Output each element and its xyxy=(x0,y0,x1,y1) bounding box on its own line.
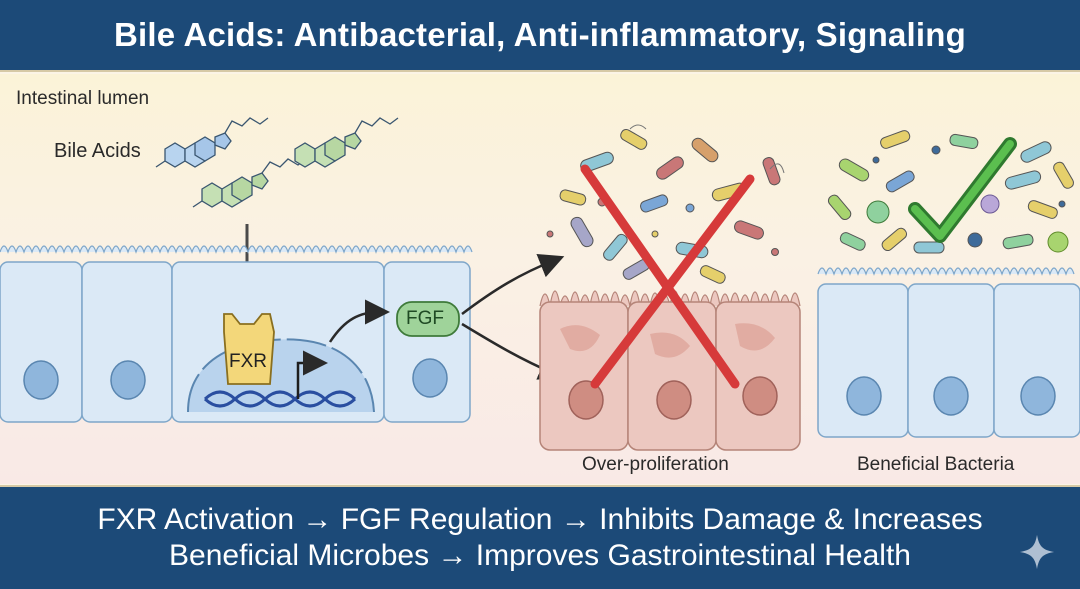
damaged-cell xyxy=(539,301,629,451)
epithelial-cell xyxy=(383,261,471,423)
bile-acids-label: Bile Acids xyxy=(54,140,141,162)
fgf-up-arrow xyxy=(461,253,565,315)
transcription-arrow xyxy=(296,350,328,399)
cell-nucleus xyxy=(412,358,448,398)
cell-nucleus xyxy=(23,360,59,400)
over-proliferation-label: Over-proliferation xyxy=(582,454,729,475)
fxr-receptor xyxy=(223,313,275,385)
sparkle-icon xyxy=(1019,534,1055,570)
diagram-canvas: Intestinal lumen Bile Acids FXR FGF Over… xyxy=(0,74,1080,484)
beneficial-bacteria xyxy=(827,130,1074,254)
damaged-tissue xyxy=(539,290,801,451)
cell-nucleus xyxy=(742,376,778,416)
fxr-to-fgf-arrow xyxy=(328,299,390,343)
bile-acid-molecule-2 xyxy=(192,158,307,208)
cell-nucleus xyxy=(656,380,692,420)
cell-nucleus xyxy=(110,360,146,400)
harmful-bacteria xyxy=(546,124,785,284)
fxr-label: FXR xyxy=(229,351,267,372)
beneficial-bacteria-label: Beneficial Bacteria xyxy=(857,454,1015,475)
footer-line-1: FXR Activation → FGF Regulation → Inhibi… xyxy=(97,503,983,536)
epithelium-right xyxy=(817,267,1080,438)
footer-summary: FXR Activation → FGF Regulation → Inhibi… xyxy=(0,485,1080,589)
cross-icon xyxy=(580,164,755,389)
dna-strand xyxy=(203,390,357,408)
cell-nucleus xyxy=(568,380,604,420)
title-bar: Bile Acids: Antibacterial, Anti-inflamma… xyxy=(0,0,1080,72)
epithelial-cell xyxy=(993,283,1080,438)
footer-line-2: Beneficial Microbes → Improves Gastroint… xyxy=(169,539,911,572)
epithelium-left xyxy=(0,245,473,423)
diagram-graphics xyxy=(0,117,1080,451)
bile-acid-molecule-3 xyxy=(294,117,399,168)
cell-nucleus xyxy=(933,376,969,416)
page-title: Bile Acids: Antibacterial, Anti-inflamma… xyxy=(113,16,966,53)
fgf-label: FGF xyxy=(406,308,444,329)
bile-acid-molecule-1 xyxy=(155,117,269,168)
cell-nucleus xyxy=(1020,376,1056,416)
cell-nucleus xyxy=(846,376,882,416)
fgf-badge xyxy=(396,301,460,337)
damaged-cell xyxy=(715,301,801,451)
lumen-label: Intestinal lumen xyxy=(16,88,150,109)
